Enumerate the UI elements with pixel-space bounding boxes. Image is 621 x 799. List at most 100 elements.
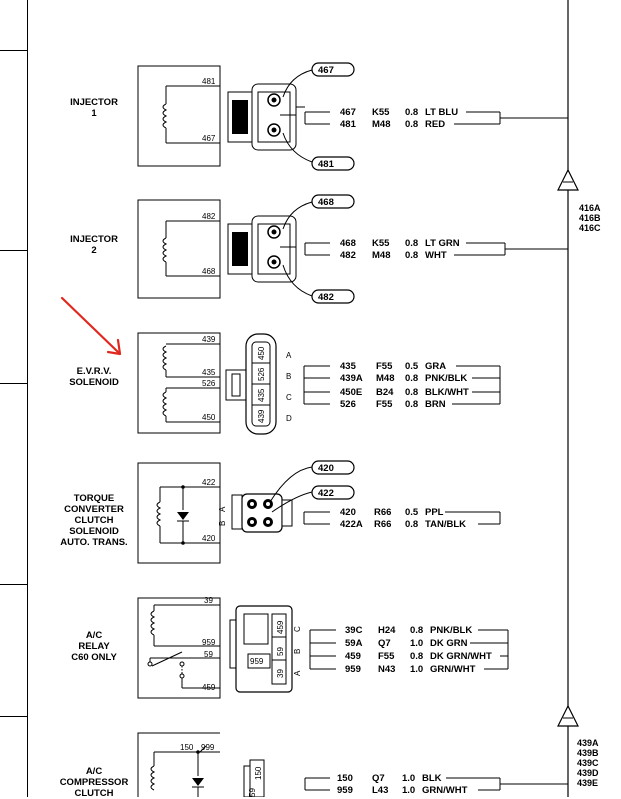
wire-gauge: 0.8 xyxy=(405,238,418,249)
splice-label: 416B xyxy=(579,213,601,223)
wire-code: R66 xyxy=(374,519,391,530)
wire-color: WHT xyxy=(425,250,447,261)
splice-439-icon xyxy=(557,704,579,727)
tcc-label: TORQUE CONVERTER CLUTCH SOLENOID AUTO. T… xyxy=(60,493,128,548)
cavity-letter: B xyxy=(293,649,302,654)
wire-row: 39C H24 0.8 PNK/BLK xyxy=(345,625,472,636)
wire-row: 150 Q7 1.0 BLK xyxy=(337,773,442,784)
pin-label: 450 xyxy=(202,413,216,422)
splice-label: 439D xyxy=(577,768,599,778)
wire-code: H24 xyxy=(378,625,396,636)
wire-row: 481 M48 0.8 RED xyxy=(340,119,445,130)
cavity-letter: C xyxy=(286,393,292,402)
pin-label: 420 xyxy=(202,534,216,543)
ac-relay-connector-icon: 959 459 59 39 A B C xyxy=(229,605,302,693)
cavity-label: 959 xyxy=(250,657,264,666)
injector-1-connector-icon xyxy=(227,83,297,151)
wire-code: F55 xyxy=(376,399,393,410)
wire-color: DK GRN/WHT xyxy=(430,651,492,662)
pin-label: 959 xyxy=(202,638,216,647)
wire-color: GRN/WHT xyxy=(422,785,468,796)
wire-circuit: 482 xyxy=(340,250,356,261)
pin-label: 481 xyxy=(202,77,216,86)
cavity-letter: D xyxy=(286,414,292,423)
evrv-solenoid: 439 435 526 450 450 526 435 439 A B C D xyxy=(137,332,501,435)
injector-2-connector-icon xyxy=(227,215,297,283)
wire-code: K55 xyxy=(372,107,390,118)
splice-416-labels: 416A 416B 416C xyxy=(579,203,601,233)
splice-label: 439C xyxy=(577,758,599,768)
pin-label: 467 xyxy=(202,134,216,143)
wire-circuit: 526 xyxy=(340,399,356,410)
injector-2: 482 468 468 482 468 K55 0.8 LT xyxy=(137,194,568,304)
wire-color: DK GRN xyxy=(430,638,468,649)
wire-row: 459 F55 0.8 DK GRN/WHT xyxy=(345,651,492,662)
wire-gauge: 0.5 xyxy=(405,507,419,518)
tcc-solenoid: 422 420 A B 420 422 420 xyxy=(137,460,501,564)
wire-circuit: 435 xyxy=(340,361,357,372)
wire-gauge: 0.8 xyxy=(405,119,418,130)
wire-code: M48 xyxy=(372,119,390,130)
wire-color: LT GRN xyxy=(425,238,460,249)
wire-gauge: 1.0 xyxy=(402,785,415,796)
wire-row: 526 F55 0.8 BRN xyxy=(340,399,446,410)
pin-label: 435 xyxy=(202,368,216,377)
wire-row: 959 L43 1.0 GRN/WHT xyxy=(337,785,468,796)
callout-label: 467 xyxy=(318,65,334,76)
cavity-letter: A xyxy=(218,506,227,512)
wire-color: TAN/BLK xyxy=(425,519,466,530)
ac-compressor-connector-icon: 150 59 xyxy=(243,759,265,797)
cavity-label: 435 xyxy=(257,388,266,402)
wire-code: Q7 xyxy=(378,638,391,649)
wire-circuit: 59A xyxy=(345,638,363,649)
splice-label: 439B xyxy=(577,748,599,758)
wire-row: 467 K55 0.8 LT BLU xyxy=(340,107,458,118)
pin-label: 422 xyxy=(202,478,216,487)
wire-gauge: 0.5 xyxy=(405,361,419,372)
margin-tick xyxy=(0,716,27,717)
wire-code: L43 xyxy=(372,785,388,796)
wire-color: RED xyxy=(425,119,445,130)
pin-label: 999 xyxy=(201,743,215,752)
wire-gauge: 0.8 xyxy=(405,107,418,118)
wire-code: F55 xyxy=(376,361,393,372)
wire-code: R66 xyxy=(374,507,391,518)
wire-code: Q7 xyxy=(372,773,385,784)
wire-gauge: 0.8 xyxy=(405,250,418,261)
margin-tick xyxy=(0,584,27,585)
wire-circuit: 420 xyxy=(340,507,356,518)
injector-2-label: INJECTOR 2 xyxy=(70,234,118,256)
wire-color: LT BLU xyxy=(425,107,458,118)
wire-circuit: 959 xyxy=(345,664,361,675)
callout-label: 420 xyxy=(318,463,334,474)
splice-label: 439A xyxy=(577,738,599,748)
wire-circuit: 459 xyxy=(345,651,361,662)
cavity-label: 459 xyxy=(276,620,285,634)
pin-label: 439 xyxy=(202,335,216,344)
wire-gauge: 1.0 xyxy=(402,773,415,784)
page-margin-line xyxy=(27,0,28,797)
pin-label: 39 xyxy=(204,596,213,605)
wire-row: 422A R66 0.8 TAN/BLK xyxy=(340,519,466,530)
pin-label: 59 xyxy=(204,650,213,659)
wire-color: GRN/WHT xyxy=(430,664,476,675)
wire-gauge: 0.8 xyxy=(405,373,418,384)
wire-gauge: 0.8 xyxy=(410,651,423,662)
pin-label: 482 xyxy=(202,212,216,221)
ac-compressor-label: A/C COMPRESSOR CLUTCH xyxy=(59,766,129,799)
wire-color: BLK xyxy=(422,773,442,784)
ac-relay: 39 959 59 459 959 459 59 39 A B C xyxy=(137,596,509,699)
wire-circuit: 481 xyxy=(340,119,357,130)
splice-416-icon xyxy=(557,168,579,200)
splice-439-labels: 439A 439B 439C 439D 439E xyxy=(577,738,599,788)
wire-row: 435 F55 0.5 GRA xyxy=(340,361,446,372)
injector-1-label: INJECTOR 1 xyxy=(70,97,118,119)
cavity-label: 39 xyxy=(276,669,285,678)
cavity-label: 526 xyxy=(257,367,266,381)
wire-code: M48 xyxy=(376,373,394,384)
wire-row: 450E B24 0.8 BLK/WHT xyxy=(340,387,469,398)
cavity-letter: B xyxy=(286,372,291,381)
wire-code: F55 xyxy=(378,651,395,662)
wire-row: 482 M48 0.8 WHT xyxy=(340,250,447,261)
wire-color: PPL xyxy=(425,507,444,518)
